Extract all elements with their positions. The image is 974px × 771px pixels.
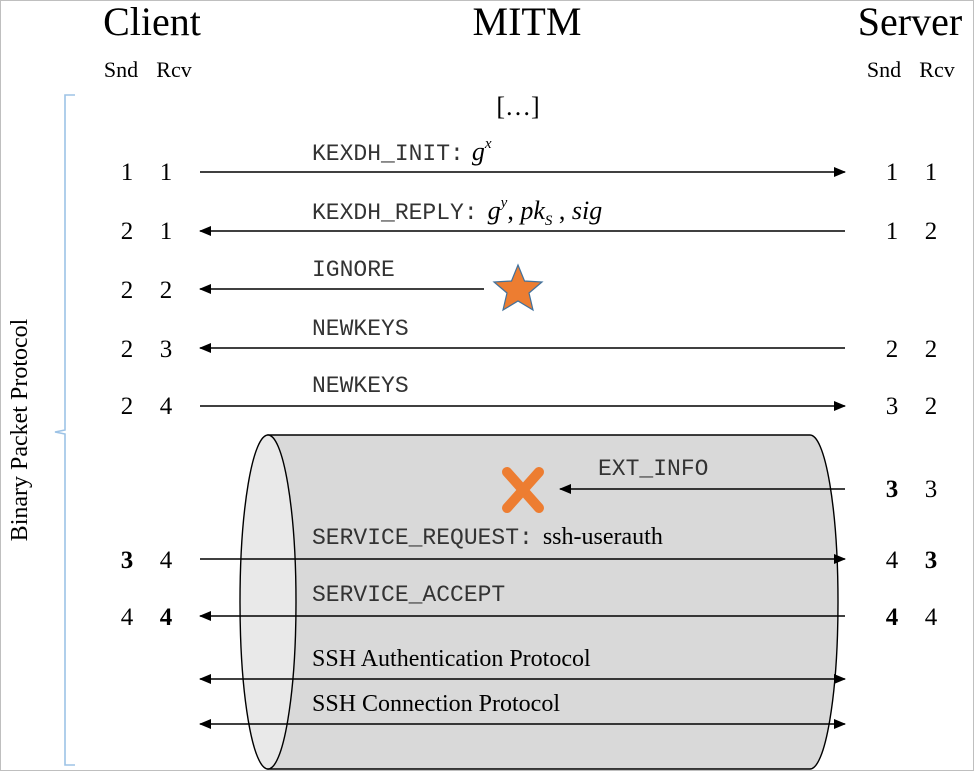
counter: 2 [160, 277, 173, 304]
counter: 4 [886, 604, 899, 631]
counter: 3 [925, 547, 938, 574]
client-header: Client [103, 0, 201, 44]
star-icon [492, 263, 544, 312]
server-snd-label: Snd [867, 57, 901, 82]
bracket-label: Binary Packet Protocol [7, 318, 33, 541]
counter: 3 [160, 336, 173, 363]
kexdh-init-label: KEXDH_INIT:gx [312, 136, 492, 167]
counter: 4 [160, 547, 173, 574]
tunnel-body [267, 434, 839, 770]
cross-icon [502, 467, 544, 513]
client-snd-label: Snd [104, 57, 138, 82]
newkeys-2-label: NEWKEYS [312, 373, 409, 399]
ssh-conn-label: SSH Connection Protocol [312, 691, 560, 717]
counter: 4 [160, 393, 173, 420]
client-rcv-label: Rcv [156, 57, 191, 82]
counter: 1 [886, 159, 899, 186]
counter: 1 [160, 218, 173, 245]
counter: 2 [925, 393, 938, 420]
server-header: Server [858, 0, 962, 44]
kexdh-reply-label: KEXDH_REPLY:gy, pkS , sig [312, 195, 602, 229]
counter: 3 [886, 393, 899, 420]
binary-packet-bracket [54, 94, 75, 766]
counter: 2 [925, 218, 938, 245]
counter: 4 [925, 604, 938, 631]
encrypted-tunnel [239, 434, 839, 770]
counter: 3 [886, 476, 899, 503]
mitm-header: MITM [473, 0, 582, 44]
counter: 2 [925, 336, 938, 363]
service-accept-label: SERVICE_ACCEPT [312, 582, 505, 608]
counter: 2 [121, 393, 134, 420]
counter: 4 [886, 547, 899, 574]
counter: 1 [886, 218, 899, 245]
counter: 1 [121, 159, 134, 186]
counter: 2 [121, 336, 134, 363]
ssh-auth-label: SSH Authentication Protocol [312, 646, 591, 672]
counter: 1 [925, 159, 938, 186]
client-counters: 1 1 2 1 2 2 2 3 2 4 3 4 4 4 [121, 159, 173, 631]
counter: 2 [886, 336, 899, 363]
service-request-label: SERVICE_REQUEST:ssh-userauth [312, 524, 663, 551]
tunnel-left-end [239, 434, 297, 770]
counter: 2 [121, 218, 134, 245]
server-counters: 1 1 1 2 2 2 3 2 3 3 4 3 4 4 [886, 159, 938, 631]
counter: 2 [121, 277, 134, 304]
counter: 4 [121, 604, 134, 631]
counter: 4 [160, 604, 173, 631]
newkeys-1-label: NEWKEYS [312, 316, 409, 342]
counter: 3 [925, 476, 938, 503]
ellipsis: […] [496, 92, 539, 121]
server-rcv-label: Rcv [919, 57, 954, 82]
counter: 3 [121, 547, 134, 574]
ext-info-label: EXT_INFO [598, 456, 708, 482]
ignore-label: IGNORE [312, 257, 395, 283]
counter: 1 [160, 159, 173, 186]
